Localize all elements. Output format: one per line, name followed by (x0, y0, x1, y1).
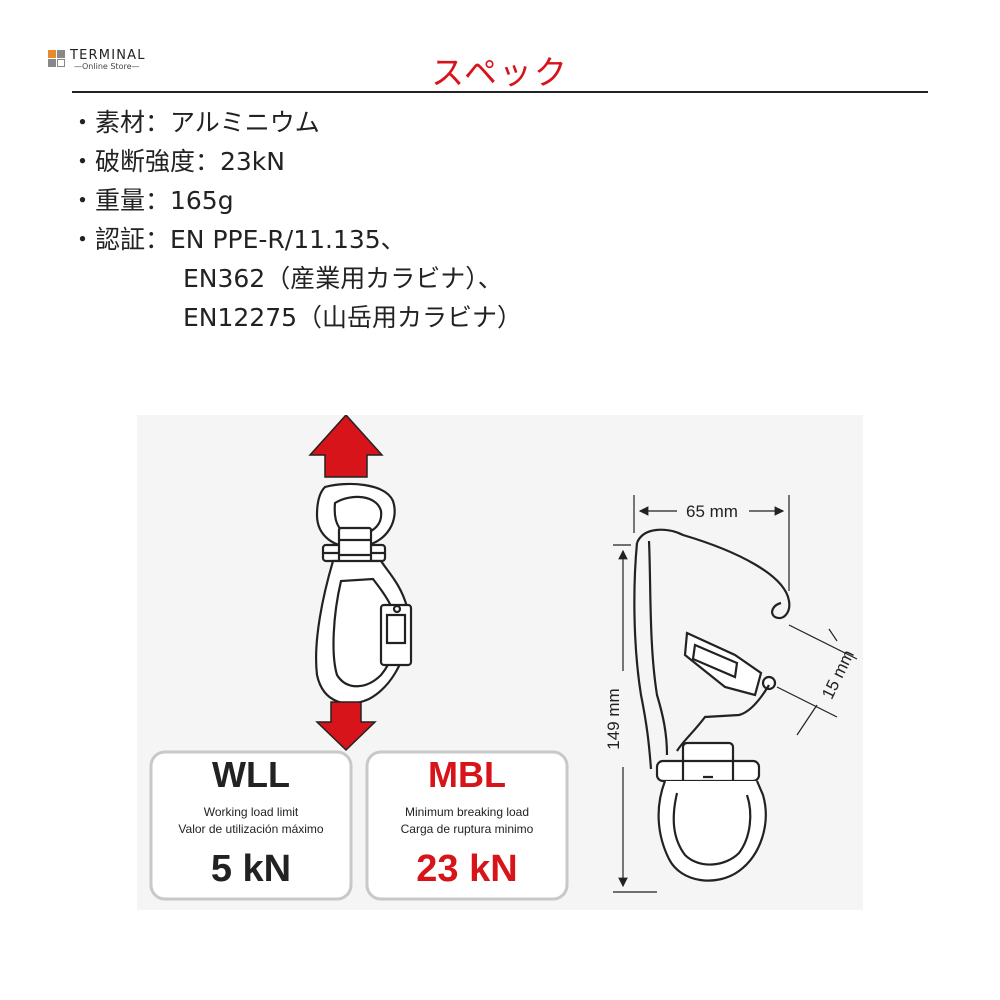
spec-list: ・素材：アルミニウム ・破断強度：23kN ・重量：165g ・認証：EN PP… (70, 103, 522, 337)
carabiner-side-view (633, 528, 791, 882)
title-divider (72, 91, 928, 93)
spec-weight: ・重量：165g (70, 186, 234, 215)
carabiner-front-view (315, 482, 413, 705)
spec-certification-cont: EN12275（山岳用カラビナ） (183, 303, 523, 332)
dimension-lines (613, 495, 858, 893)
dimension-width: 65 mm (686, 502, 738, 521)
spec-certification-cont: EN362（産業用カラビナ）、 (183, 264, 503, 293)
spec-certification: ・認証：EN PPE-R/11.135、 (70, 225, 406, 254)
spec-strength: ・破断強度：23kN (70, 147, 285, 176)
dimension-height: 149 mm (604, 688, 623, 749)
logo-square-icon (57, 50, 65, 58)
mbl-value: 23 kN (416, 848, 517, 890)
mbl-heading: MBL (428, 754, 506, 795)
wll-label-en: Working load limit (204, 805, 299, 819)
wll-label-es: Valor de utilización máximo (178, 822, 323, 836)
page-title: スペック (431, 53, 569, 92)
arrow-up-icon (308, 413, 384, 478)
logo-square-icon (48, 59, 56, 67)
brand-subtitle: —Online Store— (74, 62, 140, 71)
logo-square-icon (57, 59, 65, 67)
brand-logo[interactable]: TERMINAL —Online Store— (48, 48, 178, 71)
wll-box: WLL Working load limit Valor de utilizac… (149, 750, 353, 901)
logo-square-icon (48, 50, 56, 58)
wll-heading: WLL (212, 754, 290, 795)
spec-material: ・素材：アルミニウム (70, 108, 320, 137)
mbl-box: MBL Minimum breaking load Carga de ruptu… (365, 750, 569, 901)
mbl-label-es: Carga de ruptura minimo (401, 822, 534, 836)
load-direction-arrows (308, 413, 384, 752)
arrow-down-icon (315, 701, 377, 752)
brand-name: TERMINAL (70, 48, 146, 63)
product-diagram: WLL Working load limit Valor de utilizac… (137, 413, 863, 910)
mbl-label-en: Minimum breaking load (405, 805, 529, 819)
dimension-gate-opening: 15 mm (818, 647, 858, 702)
wll-value: 5 kN (211, 848, 291, 890)
